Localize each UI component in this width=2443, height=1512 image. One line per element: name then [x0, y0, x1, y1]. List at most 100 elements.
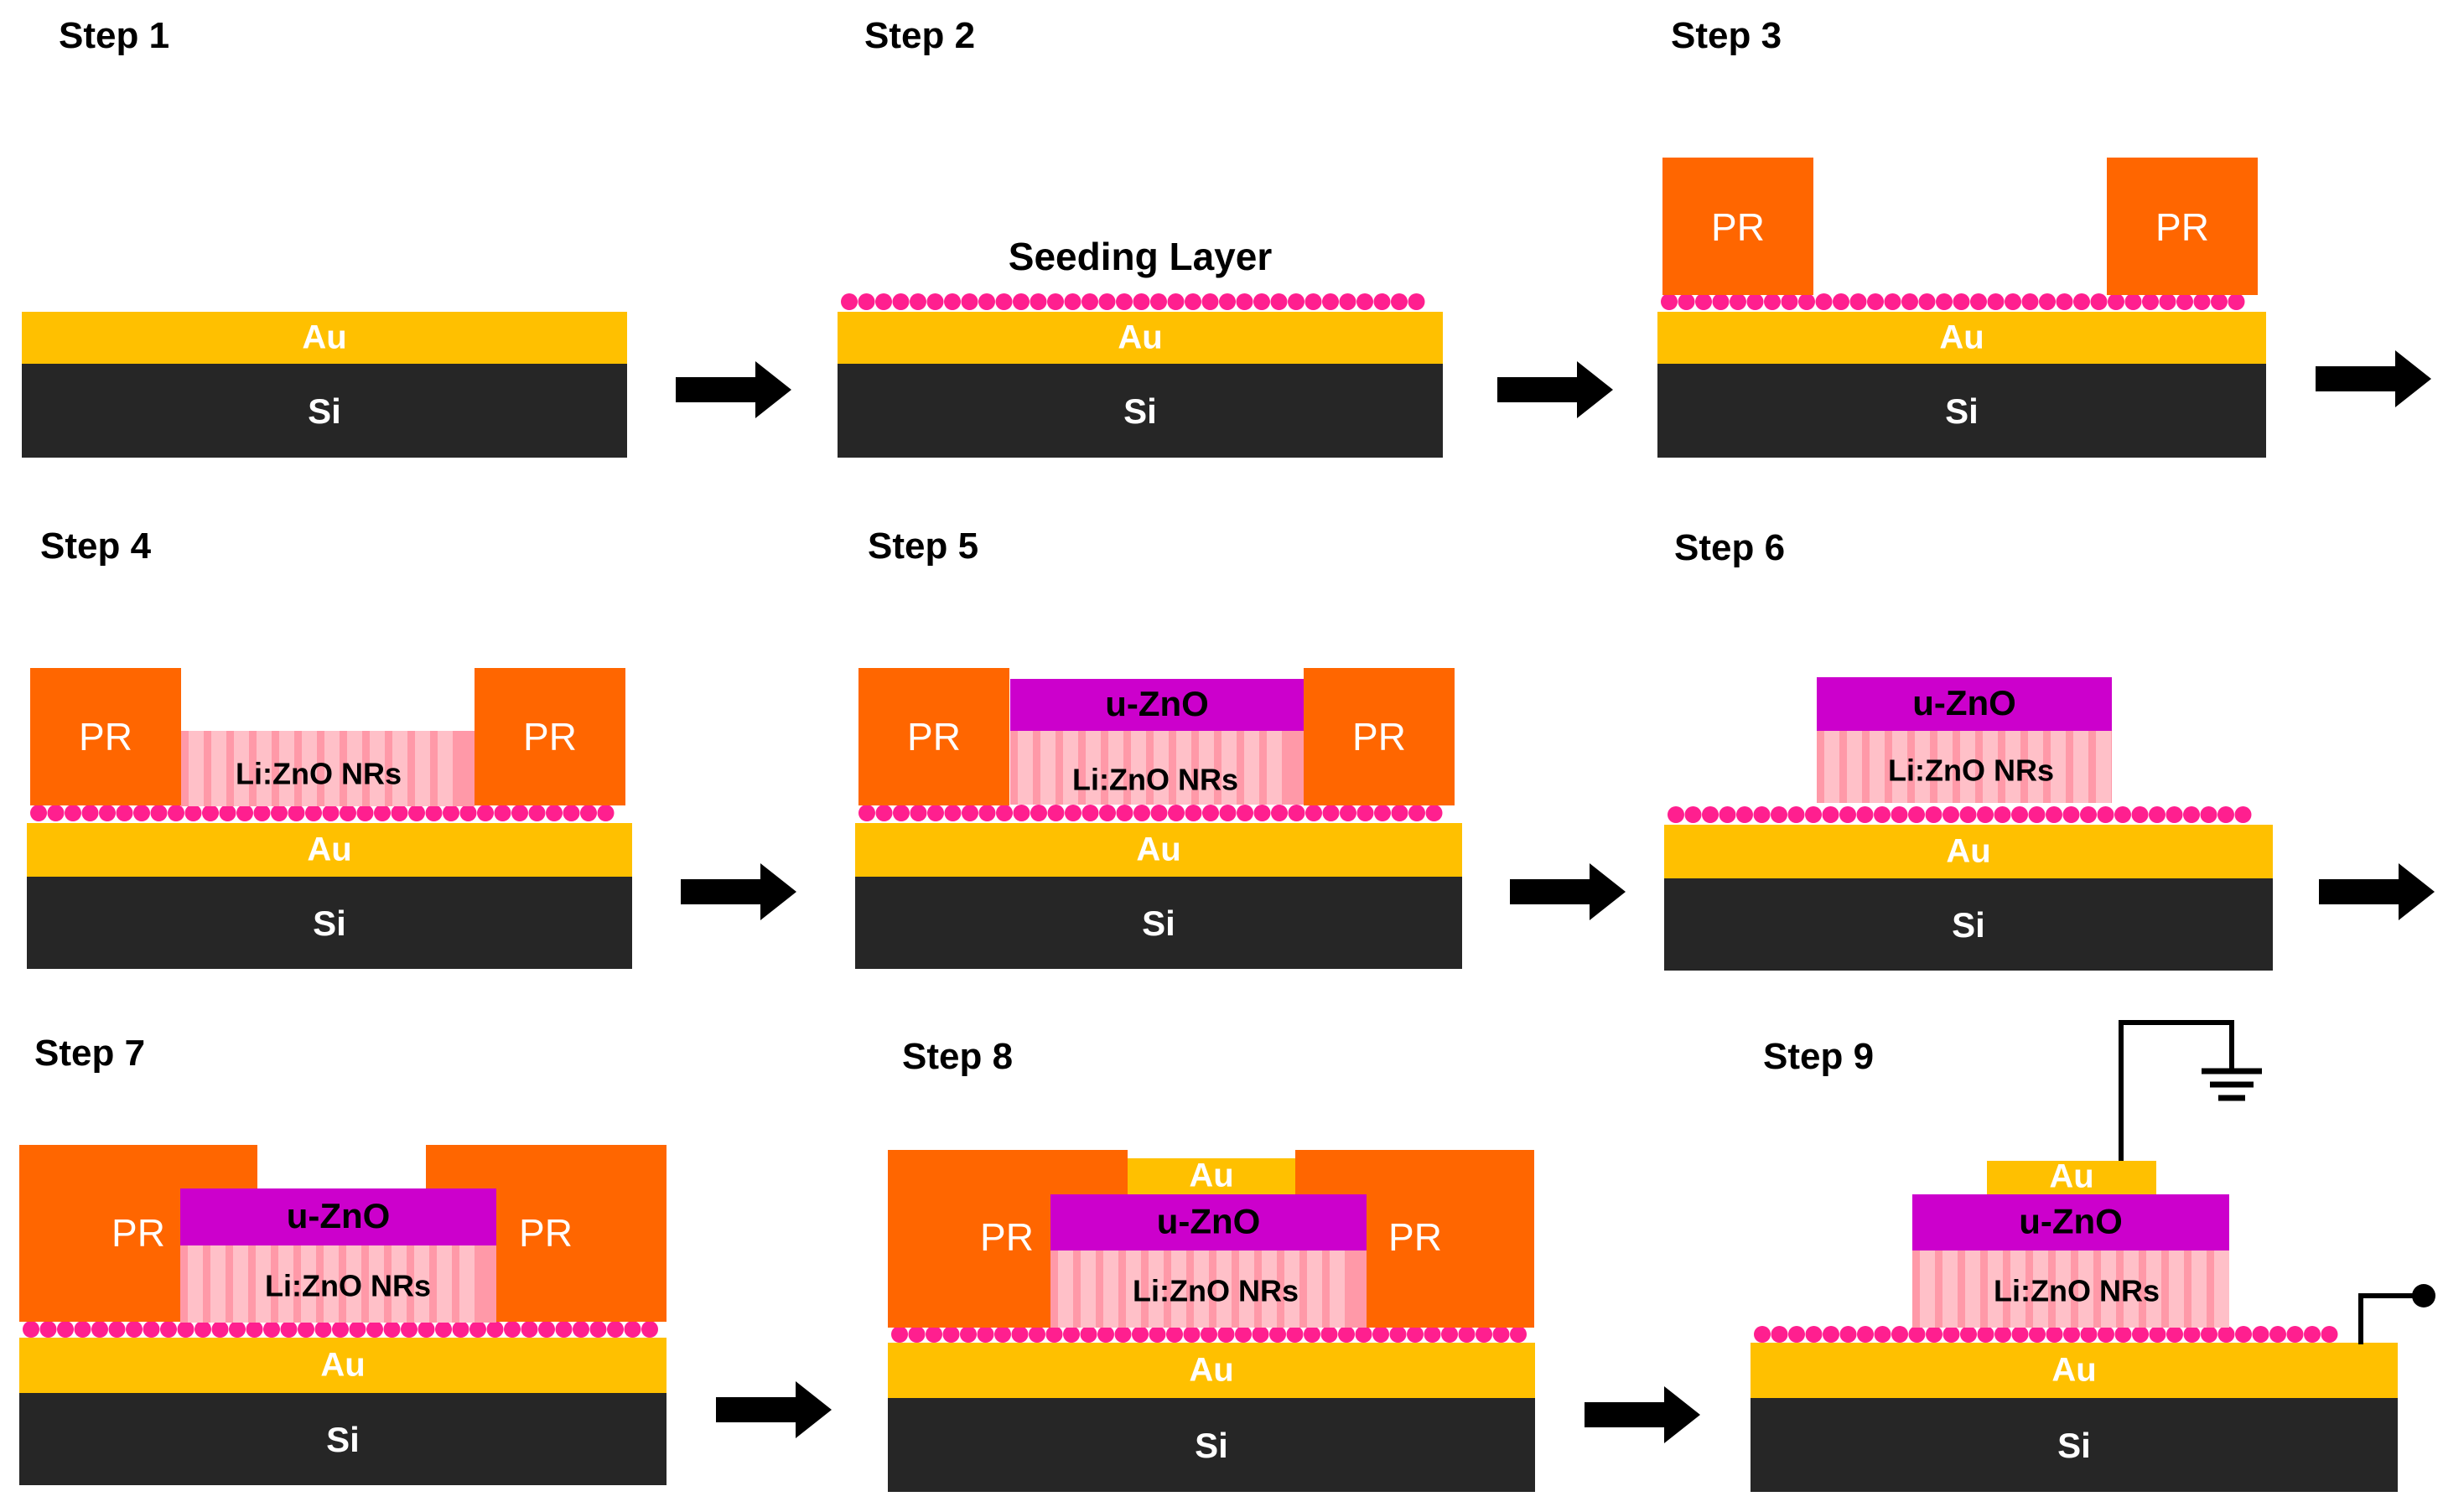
- si-label-5: Si: [1142, 904, 1175, 943]
- seed-particle-3-33: [2228, 293, 2245, 310]
- seed-particle-8-25: [1320, 1326, 1338, 1343]
- seed-particle-6-3: [1719, 806, 1736, 823]
- process-arrow-1: [676, 361, 791, 418]
- u-zno-label-9: u-ZnO: [2019, 1202, 2123, 1241]
- seed-particle-7-27: [486, 1321, 504, 1338]
- seed-particle-6-33: [2234, 806, 2252, 823]
- seed-particle-2-26: [1288, 293, 1304, 310]
- seed-particle-4-7: [150, 805, 168, 821]
- seed-particle-2-31: [1373, 293, 1391, 310]
- seed-particle-5-31: [1391, 805, 1408, 821]
- seed-particle-8-28: [1372, 1326, 1389, 1343]
- seed-particle-2-15: [1098, 293, 1116, 310]
- u-zno-label-8: u-ZnO: [1157, 1202, 1261, 1241]
- seed-particle-6-31: [2200, 806, 2217, 823]
- seed-particle-4-22: [408, 805, 425, 821]
- pr-label-3-left: PR: [1711, 205, 1765, 249]
- u-zno-layer-8: [1050, 1194, 1367, 1251]
- seed-particle-9-29: [2252, 1326, 2269, 1343]
- si-substrate-9: [1751, 1398, 2398, 1492]
- pr-label-7-right: PR: [519, 1211, 573, 1255]
- seed-particle-5-29: [1356, 805, 1374, 821]
- seed-particle-9-12: [1960, 1326, 1977, 1343]
- nanorod-5-10: [1244, 729, 1259, 805]
- seed-particle-2-21: [1201, 293, 1219, 310]
- seed-particle-8-21: [1252, 1326, 1269, 1343]
- process-arrow-4: [681, 863, 796, 920]
- nanorod-8-6: [1194, 1249, 1209, 1328]
- seed-particle-5-3: [910, 805, 927, 821]
- seed-particle-6-2: [1702, 806, 1719, 823]
- nanorod-9-13: [2214, 1249, 2229, 1328]
- seed-particle-8-16: [1166, 1326, 1183, 1343]
- probe-contact-wire: [2358, 1293, 2414, 1344]
- seed-particle-9-8: [1891, 1326, 1908, 1343]
- nanorod-7-8: [369, 1244, 384, 1323]
- seed-particle-3-28: [2142, 293, 2159, 310]
- au-layer-4: [27, 823, 632, 877]
- seed-particle-4-20: [374, 805, 391, 821]
- seed-particle-3-3: [1712, 293, 1730, 310]
- seed-particle-9-21: [2114, 1326, 2132, 1343]
- seed-particle-2-22: [1219, 293, 1236, 310]
- seed-particle-9-33: [2321, 1326, 2338, 1343]
- nanorod-5-2: [1063, 729, 1078, 805]
- seed-particle-6-4: [1736, 806, 1753, 823]
- si-label-8: Si: [1195, 1426, 1228, 1465]
- seed-particle-5-18: [1168, 805, 1185, 821]
- seed-particle-4-6: [133, 805, 150, 821]
- seed-particle-6-15: [1925, 806, 1942, 823]
- nanorod-8-1: [1081, 1249, 1096, 1328]
- si-label-2: Si: [1123, 391, 1157, 431]
- nanorod-6-0: [1824, 731, 1839, 803]
- seed-particle-5-7: [978, 805, 996, 821]
- process-arrow-2: [1497, 361, 1613, 418]
- seed-particle-2-25: [1270, 293, 1288, 310]
- step-6-title: Step 6: [1674, 527, 1786, 568]
- si-label-7: Si: [326, 1420, 360, 1459]
- seed-particle-6-17: [1959, 806, 1977, 823]
- seed-particle-6-26: [2114, 806, 2131, 823]
- seed-particle-6-1: [1684, 806, 1702, 823]
- seed-particle-2-9: [995, 293, 1013, 310]
- seed-particle-3-12: [1867, 293, 1884, 310]
- si-label-9: Si: [2057, 1426, 2091, 1465]
- top-au-contact-9: [1987, 1161, 2156, 1194]
- seed-particle-2-6: [944, 293, 961, 310]
- process-arrow-6: [2319, 863, 2435, 920]
- seed-particle-2-23: [1236, 293, 1253, 310]
- u-zno-label-6: u-ZnO: [1912, 683, 2016, 722]
- au-layer-1: [22, 312, 627, 364]
- seed-particle-9-11: [1942, 1326, 1960, 1343]
- step-7-title: Step 7: [34, 1033, 146, 1074]
- nanorod-5-6: [1154, 729, 1169, 805]
- seed-particle-6-5: [1753, 806, 1771, 823]
- u-zno-label-7: u-ZnO: [287, 1196, 391, 1235]
- u-zno-label-5: u-ZnO: [1105, 684, 1209, 723]
- seed-particle-4-17: [322, 805, 340, 821]
- seed-particle-3-22: [2039, 293, 2056, 310]
- si-substrate-1: [22, 364, 627, 458]
- step-9-title: Step 9: [1763, 1036, 1875, 1077]
- seed-particle-7-4: [91, 1321, 108, 1338]
- seed-particle-9-20: [2098, 1326, 2114, 1343]
- nanorod-9-2: [1965, 1249, 1980, 1328]
- u-zno-layer-6: [1817, 677, 2112, 731]
- si-substrate-5: [855, 877, 1462, 969]
- nanorod-9-10: [2146, 1249, 2161, 1328]
- pr-label-4-right: PR: [523, 715, 577, 759]
- nanorod-5-9: [1222, 729, 1237, 805]
- top-au-contact-8: [1128, 1158, 1295, 1194]
- nanorod-5-4: [1108, 729, 1123, 805]
- seed-particle-3-20: [2005, 293, 2021, 310]
- u-zno-layer-9: [1912, 1194, 2229, 1251]
- au-label-7: Au: [320, 1347, 365, 1384]
- seed-particle-9-31: [2286, 1326, 2304, 1343]
- seed-particle-4-26: [477, 805, 494, 821]
- seed-particle-6-6: [1771, 806, 1787, 823]
- nanorod-4-4: [279, 731, 294, 806]
- nanorod-8-7: [1216, 1249, 1232, 1328]
- nanorod-6-5: [1937, 731, 1953, 803]
- seed-particle-3-25: [2090, 293, 2108, 310]
